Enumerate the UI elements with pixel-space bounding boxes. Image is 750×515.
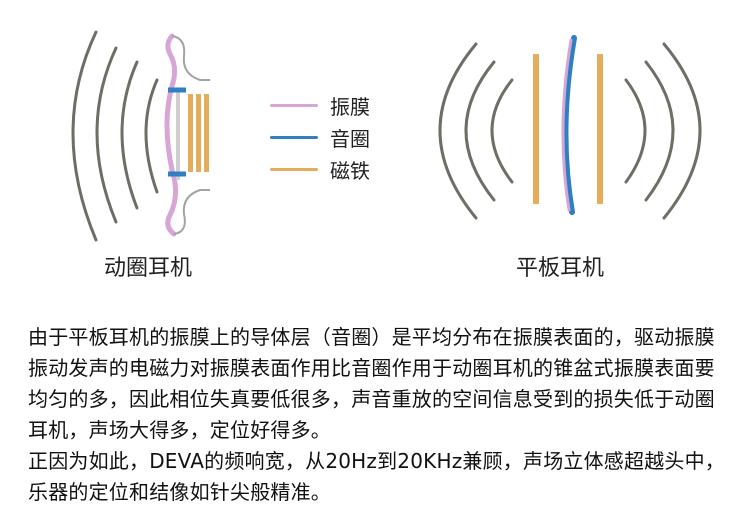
planar-magnet-right [597,54,603,204]
legend-swatch-voice-coil [270,135,318,139]
description-paragraph-1: 由于平板耳机的振膜上的导体层（音圈）是平均分布在振膜表面的，驱动振膜振动发声的电… [28,325,715,442]
legend-swatch-magnet [270,167,318,171]
driver-frame-top [171,35,210,81]
sound-wave-left-3 [120,60,139,210]
sound-wave-right-l3 [490,78,514,184]
diagram-illustration [71,30,702,242]
sound-wave-left-2 [95,46,118,224]
driver-frame-bottom [173,189,210,235]
planar-magnet-left [533,54,539,204]
planar-diaphragm [561,38,573,212]
dynamic-driver-diagram [71,30,210,242]
legend-swatch-diaphragm [270,103,318,107]
planar-driver-diagram [438,35,702,220]
driver-frame-inner [176,88,180,180]
sound-wave-left-1 [71,30,98,242]
sound-wave-right-r2 [644,60,675,202]
caption-planar-driver: 平板耳机 [516,256,605,281]
sound-wave-right-r1 [624,78,647,184]
magnet-bar-3 [204,94,209,172]
sound-wave-right-l1 [438,42,478,220]
sound-wave-right-r3 [662,42,702,220]
legend-label-diaphragm: 振膜 [330,94,370,119]
planar-voice-coil [562,35,577,215]
legend-item-magnet: 磁铁 [270,154,400,184]
legend-label-voice-coil: 音圈 [330,126,370,151]
description-paragraph-2: 正因为如此，DEVA的频响宽，从20Hz到20KHz兼顾，声场立体感超越头中，乐… [28,449,726,504]
magnet-bar-2 [196,94,201,172]
legend: 振膜 音圈 磁铁 [270,90,400,186]
caption-dynamic-driver: 动圈耳机 [104,256,193,281]
diaphragm-cone [164,33,178,237]
legend-label-magnet: 磁铁 [330,158,370,183]
legend-item-diaphragm: 振膜 [270,90,400,120]
magnet-bar-1 [188,94,193,172]
sound-wave-left-4 [144,78,159,194]
sound-wave-right-l2 [464,60,496,202]
description-text: 由于平板耳机的振膜上的导体层（音圈）是平均分布在振膜表面的，驱动振膜振动发声的电… [28,322,728,508]
legend-item-voice-coil: 音圈 [270,122,400,152]
